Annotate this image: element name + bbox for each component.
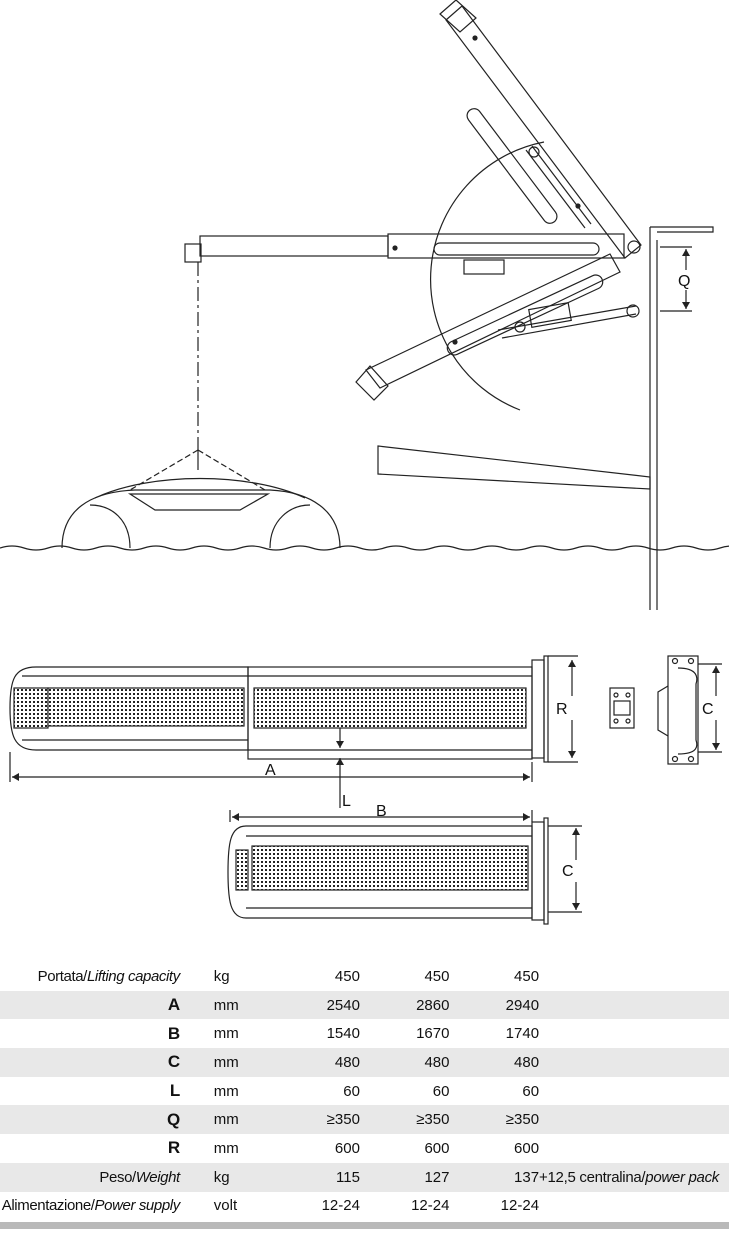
technical-drawing: Q R C A L B C: [0, 0, 729, 925]
spec-label-main: C: [167, 1052, 180, 1072]
spec-unit: volt: [213, 1197, 238, 1215]
spec-value-3: 1740: [505, 1025, 540, 1043]
bottom-divider: [0, 1222, 729, 1229]
spec-value-3: 137: [449, 1162, 540, 1192]
spec-note: [539, 1077, 729, 1106]
spec-label-main: L: [169, 1081, 180, 1101]
spec-value-3: 60: [522, 1082, 540, 1100]
spec-note: [539, 1105, 729, 1135]
spec-value-1: 600: [334, 1139, 360, 1157]
spec-value-2: 60: [432, 1082, 450, 1100]
dim-label-c-plate: C: [702, 701, 714, 718]
spec-value-3: 450: [514, 967, 540, 985]
spec-label-main: Q: [166, 1109, 180, 1129]
arm-lowered-position: [355, 253, 640, 401]
spec-label: Q: [0, 1105, 184, 1135]
dinghy: [61, 449, 341, 549]
spec-value-2: 127: [359, 1162, 450, 1192]
spec-label-main: Peso/: [99, 1168, 136, 1186]
spec-label-main: R: [167, 1138, 180, 1158]
spec-value-2: 600: [424, 1139, 450, 1157]
spec-note: [539, 1134, 729, 1163]
spec-value-2: 2860: [359, 990, 450, 1020]
spec-value-2: ≥350: [359, 1105, 450, 1135]
spec-row: Alimentazione/Power supply volt 12-24 12-24…: [0, 1192, 729, 1221]
spec-note-english: power pack: [645, 1168, 719, 1186]
spec-note: +12,5 centralina/power pack: [539, 1162, 729, 1192]
spec-value-3: ≥350: [449, 1105, 540, 1135]
dim-label-a: A: [265, 762, 276, 779]
spec-note: [539, 1192, 729, 1221]
top-view-retracted: [227, 810, 582, 925]
spec-label: L: [0, 1077, 184, 1106]
spec-value-3: 600: [514, 1139, 540, 1157]
spec-label-english: Lifting capacity: [86, 967, 180, 985]
spec-value-1: 115: [270, 1162, 360, 1192]
spec-label-main: Alimentazione/: [1, 1197, 95, 1215]
spec-unit: mm: [213, 1082, 239, 1100]
dim-label-c: C: [562, 863, 574, 880]
spec-value-2: 450: [424, 967, 450, 985]
spec-label: C: [0, 1048, 184, 1077]
spec-value-1: 480: [270, 1048, 360, 1077]
spec-value-1: 1540: [326, 1025, 360, 1043]
spec-unit: mm: [183, 990, 271, 1020]
dim-label-l: L: [342, 793, 351, 810]
spec-value-3: 12-24: [500, 1197, 540, 1215]
spec-label-main: A: [167, 995, 180, 1015]
spec-unit: mm: [213, 1139, 239, 1157]
mounting-plate-small: [609, 687, 635, 729]
arm-raised-position: [439, 0, 642, 259]
dim-label-q: Q: [678, 273, 690, 290]
spec-note: [539, 1019, 729, 1048]
spec-value-1: ≥350: [270, 1105, 360, 1135]
dim-label-b: B: [376, 803, 387, 820]
side-elevation-view: [0, 0, 729, 610]
spec-label-main: B: [167, 1023, 180, 1043]
dim-label-r: R: [556, 701, 568, 718]
spec-label-english: Weight: [135, 1168, 180, 1186]
spec-value-2: 12-24: [411, 1197, 450, 1215]
spec-note: [539, 962, 729, 991]
spec-label-english: Power supply: [94, 1197, 181, 1215]
arm-horizontal-position: [184, 233, 641, 450]
spec-value-3: 480: [449, 1048, 540, 1077]
spec-value-1: 60: [343, 1082, 360, 1100]
spec-value-2: 480: [359, 1048, 450, 1077]
spec-unit: kg: [183, 1162, 271, 1192]
spec-row: Portata/Lifting capacity kg 450 450 450: [0, 962, 729, 991]
spec-note: [539, 990, 729, 1020]
top-view-extended: [9, 655, 578, 808]
spec-label-main: Portata/: [37, 967, 88, 985]
spec-note-main: +12,5 centralina/: [539, 1168, 646, 1186]
spec-value-1: 2540: [270, 990, 360, 1020]
spec-value-1: 450: [334, 967, 360, 985]
spec-label: Alimentazione/Power supply: [0, 1192, 184, 1221]
spec-label: R: [0, 1134, 184, 1163]
spec-label: B: [0, 1019, 184, 1048]
spec-label: Portata/Lifting capacity: [0, 962, 184, 991]
spec-unit: mm: [213, 1025, 239, 1043]
spec-unit: kg: [213, 967, 230, 985]
spec-value-2: 1670: [416, 1025, 450, 1043]
spec-label: Peso/Weight: [0, 1162, 184, 1192]
spec-value-3: 2940: [449, 990, 540, 1020]
spec-unit: mm: [183, 1048, 271, 1077]
spec-note: [539, 1048, 729, 1077]
spec-label: A: [0, 990, 184, 1020]
spec-value-1: 12-24: [321, 1197, 360, 1215]
spec-unit: mm: [183, 1105, 271, 1135]
